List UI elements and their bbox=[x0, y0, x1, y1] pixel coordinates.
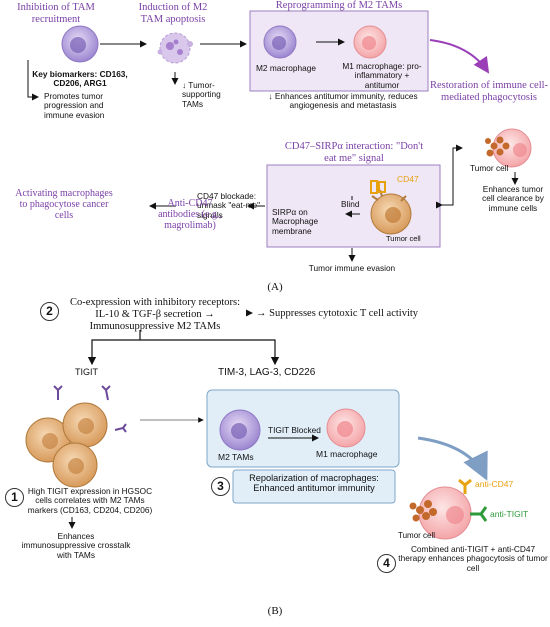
high-tigit-text: High TIGIT expression in HGSOC cells cor… bbox=[27, 486, 153, 515]
step-badge-3: 3 bbox=[211, 477, 230, 496]
enhances-immunity-text: ↓ Enhances antitumor immunity, reduces a… bbox=[268, 91, 418, 111]
cd47-label: CD47 bbox=[397, 174, 419, 184]
tigit-label: TIGIT bbox=[75, 367, 98, 377]
tigit-blocked-label: TIGIT Blocked bbox=[268, 425, 321, 435]
anti-cd47-label: anti-CD47 bbox=[475, 479, 514, 489]
cd47-title: CD47–SIRPα interaction: "Don't eat me" s… bbox=[284, 141, 424, 164]
tumor-cell-center-label: Tumor cell bbox=[386, 234, 421, 243]
arrow-inhibition-down bbox=[27, 60, 39, 101]
m1-macrophage-b-icon bbox=[326, 408, 366, 448]
m2-tams-icon bbox=[219, 409, 261, 451]
step-badge-1: 1 bbox=[5, 488, 24, 507]
suppresses-text: → Suppresses cytotoxic T cell activity bbox=[256, 308, 419, 319]
m2-macrophage-label: M2 macrophage bbox=[256, 63, 316, 73]
apoptotic-cell-icon bbox=[157, 32, 193, 64]
branch-line bbox=[91, 339, 276, 363]
tumor-cell-right-label: Tumor cell bbox=[470, 163, 509, 173]
receptors-label: TIM-3, LAG-3, CD226 bbox=[218, 367, 316, 378]
tumor-evasion-text: Tumor immune evasion bbox=[308, 263, 396, 273]
secretion-text: IL-10 & TGF-β secretion → Immunosuppress… bbox=[89, 309, 221, 332]
anti-cd47-antibodies: Anti-CD47 antibodies (e.g., magrolimab) bbox=[158, 198, 222, 232]
induction-title: Induction of M2 TAM apoptosis bbox=[138, 2, 208, 25]
m2-tams-label: M2 TAMs bbox=[218, 452, 254, 462]
panel-b-label: (B) bbox=[267, 605, 283, 617]
anti-tigit-antibody-icon bbox=[470, 506, 488, 522]
activating-macrophages: Activating macrophages to phagocytose ca… bbox=[15, 188, 113, 222]
panel-a-label: (A) bbox=[267, 281, 283, 293]
repolarization-label-box bbox=[232, 469, 396, 504]
combined-therapy-text: Combined anti-TIGIT + anti-CD47 therapy … bbox=[398, 544, 548, 573]
m2-macrophage-icon bbox=[263, 25, 297, 59]
combined-therapy-cell-icon bbox=[409, 486, 472, 540]
m1-macrophage-icon bbox=[353, 25, 387, 59]
phagocytosis-cell-icon bbox=[485, 128, 532, 168]
promotes-text: Promotes tumor progression and immune ev… bbox=[44, 91, 105, 120]
tumor-cell-center-icon bbox=[370, 189, 412, 235]
tumor-cell-b-label: Tumor cell bbox=[398, 531, 436, 540]
tigit-tumor-cluster-icon bbox=[25, 402, 108, 488]
arrow-to-restoration bbox=[429, 39, 490, 74]
m1-macrophage-label: M1 macrophage: pro-inflammatory + antitu… bbox=[342, 61, 422, 90]
tam-cell-icon bbox=[61, 25, 99, 63]
blind-label: Blind bbox=[341, 199, 360, 209]
sirpa-label: SIRPα on Macrophage membrane bbox=[272, 207, 319, 236]
coexpression-title: Co-expression with inhibitory receptors: bbox=[69, 297, 240, 308]
restoration-title: Restoration of immune cell-mediated phag… bbox=[429, 80, 549, 103]
enhances-clearance-text: Enhances tumor cell clearance by immune … bbox=[482, 184, 544, 213]
tigit-receptor-icon bbox=[53, 385, 127, 433]
cd47-receptor-icon bbox=[370, 180, 386, 194]
cd47-box bbox=[266, 164, 441, 248]
anti-tigit-label: anti-TIGIT bbox=[490, 509, 529, 519]
reduced-tams-text: ↓ Tumor-supporting TAMs bbox=[182, 80, 221, 109]
inhibition-title: Inhibition of TAM recruitment bbox=[17, 2, 95, 25]
enhances-crosstalk-text: Enhances immunosuppressive crosstalk wit… bbox=[21, 531, 131, 560]
cd47-blockade-text: CD47 blockade: unmask "eat-me" signals bbox=[197, 191, 261, 220]
m1-macrophage-b-label: M1 macrophage bbox=[316, 449, 378, 459]
arrow-to-combined bbox=[417, 436, 488, 481]
step-badge-2: 2 bbox=[40, 302, 59, 321]
key-biomarkers: Key biomarkers: CD163, CD206, ARG1 bbox=[32, 69, 128, 89]
arrow-cd47-to-tumor bbox=[436, 144, 463, 209]
step-badge-4: 4 bbox=[377, 554, 396, 573]
repolarization-text: Repolarization of macrophages: Enhanced … bbox=[249, 473, 379, 494]
anti-cd47-antibody-icon bbox=[458, 478, 472, 494]
reprogramming-title: Reprogramming of M2 TAMs bbox=[275, 0, 403, 11]
